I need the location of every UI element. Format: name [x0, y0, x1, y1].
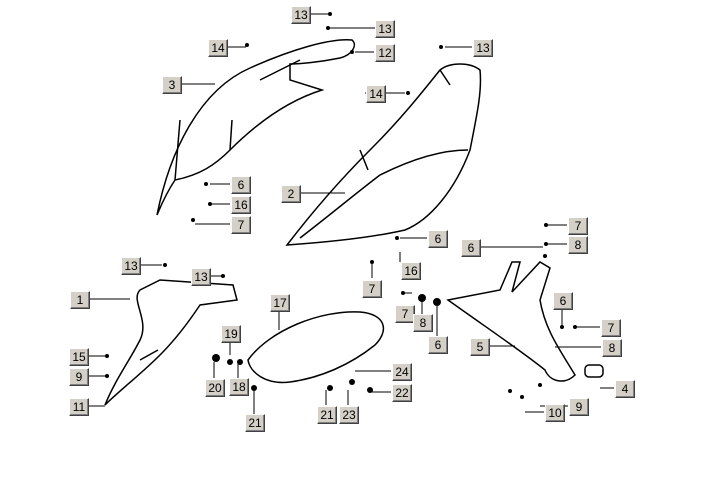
callout-11[interactable]: 11 — [69, 398, 89, 416]
callout-2[interactable]: 2 — [281, 185, 301, 203]
leader-lines — [88, 13, 614, 414]
callout-6[interactable]: 6 — [461, 239, 481, 257]
callout-8[interactable]: 8 — [602, 339, 622, 357]
callout-16[interactable]: 16 — [401, 262, 421, 280]
callout-10[interactable]: 10 — [545, 404, 565, 422]
callout-9[interactable]: 9 — [569, 398, 589, 416]
callout-13[interactable]: 13 — [375, 20, 395, 38]
part-5-lower-rear-cover — [446, 261, 604, 382]
callout-24[interactable]: 24 — [392, 363, 412, 381]
part-17-mudguard — [247, 311, 385, 384]
callout-6[interactable]: 6 — [553, 292, 573, 310]
callout-7[interactable]: 7 — [362, 280, 382, 298]
callout-3[interactable]: 3 — [162, 76, 182, 94]
callout-6[interactable]: 6 — [428, 230, 448, 248]
callout-7[interactable]: 7 — [601, 319, 621, 337]
callout-20[interactable]: 20 — [205, 379, 225, 397]
callout-18[interactable]: 18 — [229, 378, 249, 396]
callout-14[interactable]: 14 — [366, 85, 386, 103]
callout-22[interactable]: 22 — [392, 384, 412, 402]
callout-4[interactable]: 4 — [615, 380, 635, 398]
callout-13[interactable]: 13 — [473, 39, 493, 57]
callout-9[interactable]: 9 — [69, 368, 89, 386]
callout-7[interactable]: 7 — [231, 216, 251, 234]
callout-13[interactable]: 13 — [291, 6, 311, 24]
callout-16[interactable]: 16 — [231, 196, 251, 214]
callout-23[interactable]: 23 — [339, 406, 359, 424]
callout-21[interactable]: 21 — [245, 414, 265, 432]
callout-6[interactable]: 6 — [231, 176, 251, 194]
callout-8[interactable]: 8 — [568, 236, 588, 254]
callout-5[interactable]: 5 — [470, 338, 490, 356]
callout-14[interactable]: 14 — [208, 39, 228, 57]
callout-6[interactable]: 6 — [428, 336, 448, 354]
part-1-lower-cover-left — [104, 279, 238, 406]
callout-7[interactable]: 7 — [395, 305, 415, 323]
fasteners — [105, 12, 577, 399]
callout-13[interactable]: 13 — [191, 268, 211, 286]
callout-8[interactable]: 8 — [413, 314, 433, 332]
callout-17[interactable]: 17 — [270, 294, 290, 312]
callout-12[interactable]: 12 — [375, 44, 395, 62]
callout-19[interactable]: 19 — [221, 325, 241, 343]
part-2-rear-side-cover-right — [285, 63, 482, 246]
callout-21[interactable]: 21 — [317, 406, 337, 424]
callout-15[interactable]: 15 — [69, 348, 89, 366]
callout-7[interactable]: 7 — [568, 217, 588, 235]
callout-1[interactable]: 1 — [70, 291, 90, 309]
callout-13[interactable]: 13 — [121, 257, 141, 275]
part-3-rear-side-cover-left — [156, 39, 356, 216]
